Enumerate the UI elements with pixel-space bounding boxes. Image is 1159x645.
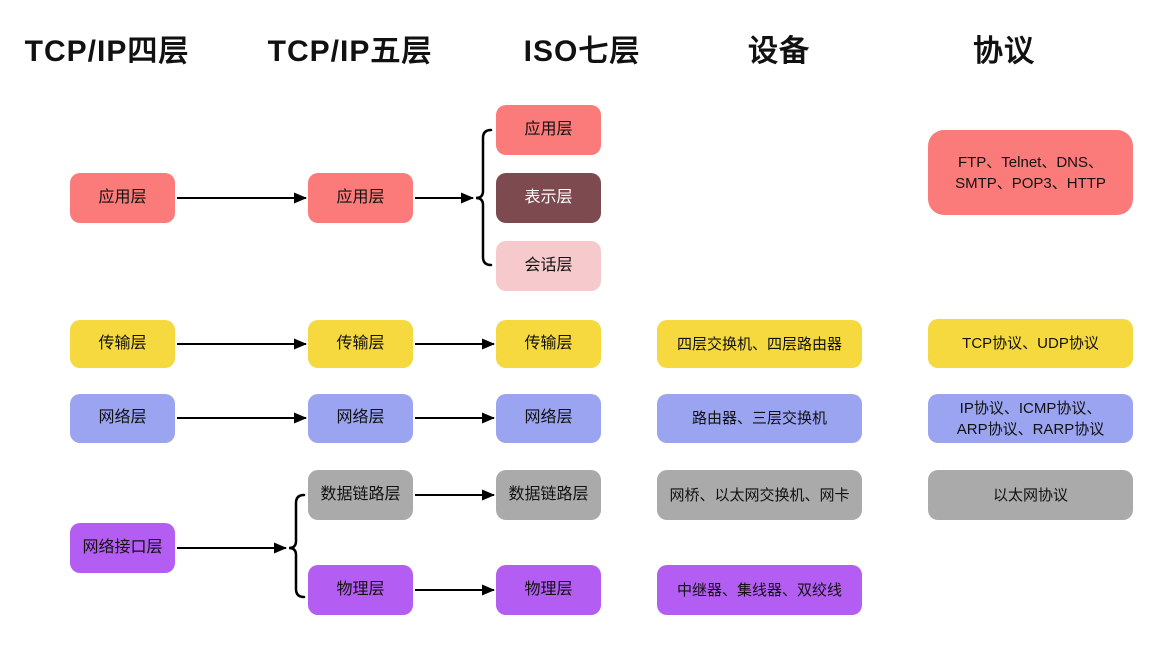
column-header-protocols: 协议 <box>973 35 1035 68</box>
node-protocols-transport: TCP协议、UDP协议 <box>928 319 1133 368</box>
node-iso7-physical-layer: 物理层 <box>496 565 601 615</box>
node-tcpip5-transport-layer: 传输层 <box>308 320 413 368</box>
node-iso7-application-layer: 应用层 <box>496 105 601 155</box>
column-header-tcpip4-layers: TCP/IP四层 <box>24 35 190 68</box>
node-tcpip5-network-layer: 网络层 <box>308 394 413 443</box>
node-devices-datalink: 网桥、以太网交换机、网卡 <box>657 470 862 520</box>
node-tcpip4-application-layer: 应用层 <box>70 173 175 223</box>
node-tcpip4-transport-layer: 传输层 <box>70 320 175 368</box>
node-tcpip4-network-interface-layer: 网络接口层 <box>70 523 175 573</box>
node-protocols-application: FTP、Telnet、DNS、 SMTP、POP3、HTTP <box>928 130 1133 215</box>
brace-datalink-physical <box>288 493 306 599</box>
node-protocols-datalink: 以太网协议 <box>928 470 1133 520</box>
node-iso7-transport-layer: 传输层 <box>496 320 601 368</box>
node-tcpip5-application-layer: 应用层 <box>308 173 413 223</box>
brace-iso-upper-layers <box>475 128 493 267</box>
node-tcpip4-network-layer: 网络层 <box>70 394 175 443</box>
node-tcpip5-datalink-layer: 数据链路层 <box>308 470 413 520</box>
column-header-tcpip5-layers: TCP/IP五层 <box>267 35 433 68</box>
node-tcpip5-physical-layer: 物理层 <box>308 565 413 615</box>
node-iso7-session-layer: 会话层 <box>496 241 601 291</box>
column-header-devices: 设备 <box>748 35 810 68</box>
node-iso7-network-layer: 网络层 <box>496 394 601 443</box>
node-devices-physical: 中继器、集线器、双绞线 <box>657 565 862 615</box>
column-header-iso7-layers: ISO七层 <box>523 35 641 68</box>
node-devices-transport: 四层交换机、四层路由器 <box>657 320 862 368</box>
node-iso7-datalink-layer: 数据链路层 <box>496 470 601 520</box>
node-devices-network: 路由器、三层交换机 <box>657 394 862 443</box>
node-protocols-network: IP协议、ICMP协议、 ARP协议、RARP协议 <box>928 394 1133 443</box>
node-iso7-presentation-layer: 表示层 <box>496 173 601 223</box>
